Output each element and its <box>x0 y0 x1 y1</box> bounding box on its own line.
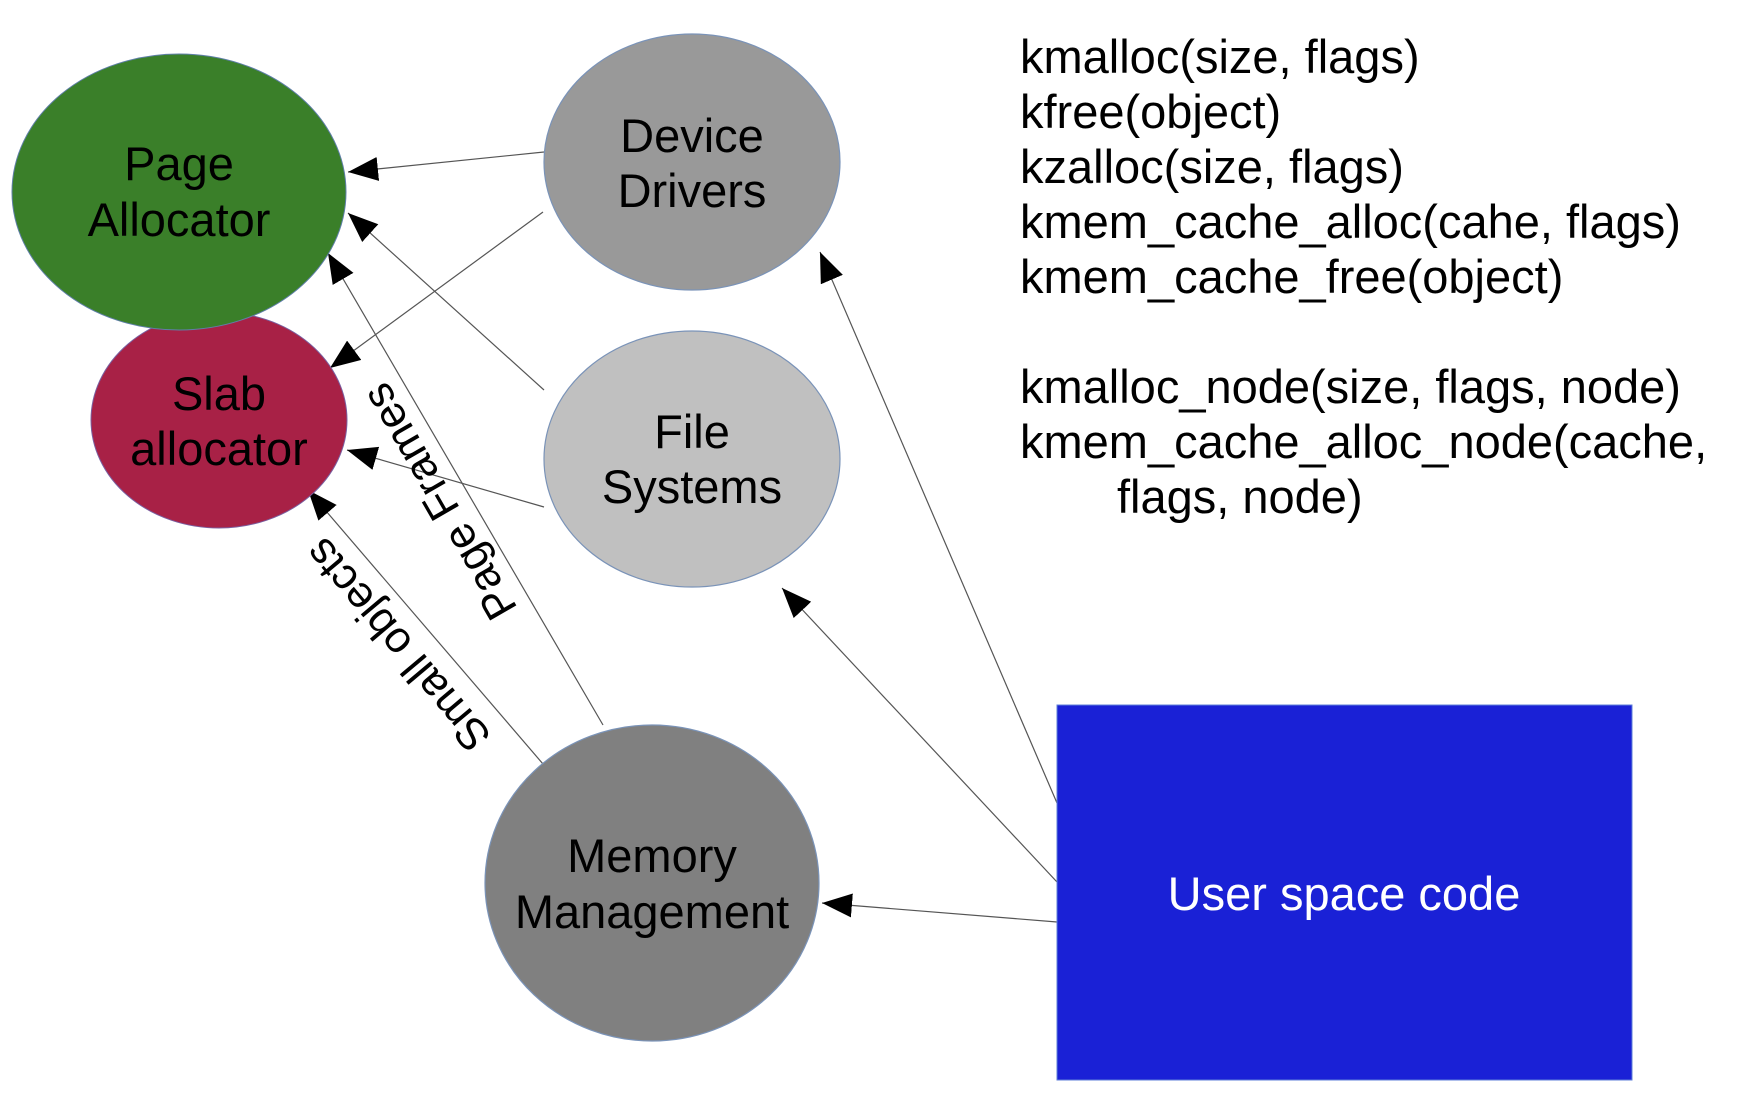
api-line-kmalloc: kmalloc(size, flags) <box>1020 30 1420 83</box>
edge-device-drivers-to-page-allocator <box>347 151 545 181</box>
node-file-systems: File Systems <box>543 330 841 588</box>
edge-user-space-to-device-drivers <box>819 251 1058 804</box>
memory-management-label-line2: Management <box>515 885 789 938</box>
edge-memory-management-to-slab-allocator <box>307 489 544 765</box>
memory-management-label-line1: Memory <box>567 829 737 882</box>
page-allocator-shape <box>11 53 347 331</box>
node-memory-management: Memory Management <box>484 724 820 1042</box>
api-line-kfree: kfree(object) <box>1020 85 1281 138</box>
slab-allocator-shape <box>90 311 348 529</box>
device-drivers-shape <box>543 33 841 291</box>
file-systems-label-line2: Systems <box>602 460 782 513</box>
edge-memory-management-to-page-allocator <box>327 252 604 726</box>
file-systems-shape <box>543 330 841 588</box>
api-line-kmem-cache-alloc-node-continued: flags, node) <box>1117 470 1363 523</box>
node-user-space-code: User space code <box>1056 704 1633 1081</box>
api-function-list: kmalloc(size, flags) kfree(object) kzall… <box>1020 30 1707 523</box>
api-line-kzalloc: kzalloc(size, flags) <box>1020 140 1404 193</box>
page-allocator-label-line1: Page <box>124 137 234 190</box>
edge-file-systems-to-page-allocator <box>347 212 545 391</box>
user-space-code-shape <box>1056 704 1633 1081</box>
slab-allocator-label-line2: allocator <box>130 422 308 475</box>
api-line-kmem-cache-free: kmem_cache_free(object) <box>1020 250 1563 303</box>
node-page-allocator: Page Allocator <box>11 53 347 331</box>
device-drivers-label-line1: Device <box>620 109 764 162</box>
edge-file-systems-to-slab-allocator <box>346 446 545 508</box>
api-line-kmem-cache-alloc: kmem_cache_alloc(cahe, flags) <box>1020 195 1681 248</box>
node-slab-allocator: Slab allocator <box>90 311 348 529</box>
edges <box>307 151 1058 923</box>
user-space-code-label: User space code <box>1168 867 1521 920</box>
file-systems-label-line1: File <box>654 405 730 458</box>
page-allocator-label-line2: Allocator <box>88 193 271 246</box>
api-line-kmalloc-node: kmalloc_node(size, flags, node) <box>1020 360 1681 413</box>
memory-management-shape <box>484 724 820 1042</box>
edge-device-drivers-to-slab-allocator <box>329 211 544 369</box>
slab-allocator-label-line1: Slab <box>172 367 266 420</box>
api-line-kmem-cache-alloc-node: kmem_cache_alloc_node(cache, <box>1020 415 1707 468</box>
edge-user-space-to-file-systems <box>781 587 1058 883</box>
edge-user-space-to-memory-management <box>821 893 1058 923</box>
device-drivers-label-line2: Drivers <box>618 164 767 217</box>
node-device-drivers: Device Drivers <box>543 33 841 291</box>
